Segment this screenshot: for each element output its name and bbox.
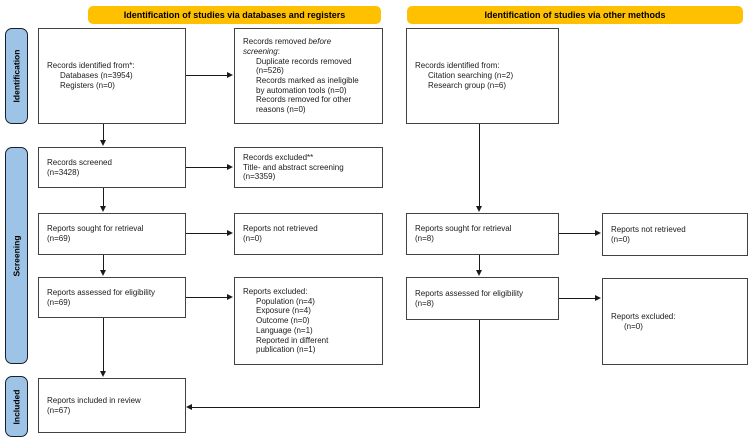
box-line: Duplicate records removed: [256, 56, 352, 66]
box-line: Exposure (n=4): [256, 306, 311, 316]
box-line: by automation tools (n=0): [256, 85, 347, 95]
box-line: (n=8): [415, 234, 434, 243]
arrow-screened-to-excluded-head: [227, 164, 233, 170]
box-reports-not-retrieved-databases: Reports not retrieved(n=0): [234, 213, 383, 255]
box-line: (n=69): [47, 234, 71, 243]
box-reports-excluded-other-methods: Reports excluded:(n=0): [602, 278, 748, 365]
box-line: Reported in different: [256, 335, 329, 345]
box-line: Registers (n=0): [60, 80, 115, 90]
box-reports-included-in-review: Reports included in review(n=67): [38, 378, 186, 433]
box-line: (n=3359): [243, 172, 276, 182]
box-line: (n=0): [243, 234, 262, 243]
arrow-identified-to-removed-line: [186, 75, 228, 77]
box-records-screened: Records screened(n=3428): [38, 147, 186, 188]
box-records-identified-other-methods: Records identified from:Citation searchi…: [406, 28, 559, 124]
arrow-sought-to-notretrieved-head: [227, 230, 233, 236]
arrow-sought-other-to-assessed-line: [479, 255, 481, 271]
arrow-sought-to-assessed-line: [103, 255, 105, 271]
arrow-assessed-other-to-excluded-line: [559, 298, 596, 300]
box-line: publication (n=1): [256, 345, 316, 355]
box-line: (n=8): [415, 298, 434, 308]
box-reports-sought-databases: Reports sought for retrieval(n=69): [38, 213, 186, 255]
arrow-sought-to-notretrieved-line: [186, 233, 228, 235]
box-line: Reports not retrieved: [243, 224, 318, 234]
box-reports-assessed-databases: Reports assessed for eligibility(n=69): [38, 277, 186, 318]
phase-bar-identification: Identification: [5, 28, 28, 124]
arrow-assessed-to-excluded-line: [186, 297, 228, 299]
box-line: Records screened: [47, 157, 112, 167]
box-line: Records identified from:: [415, 61, 500, 71]
box-line: (n=69): [47, 297, 71, 307]
box-line: (n=3428): [47, 167, 80, 177]
box-line: (n=0): [611, 234, 630, 244]
arrow-assessed-to-included-line: [103, 318, 105, 372]
box-reports-excluded-eligibility: Reports excluded:Population (n=4)Exposur…: [234, 277, 383, 365]
arrow-assessed-to-included-head: [100, 371, 106, 377]
arrow-identified-to-screened-line: [103, 124, 105, 141]
arrow-identified-other-to-sought-head: [476, 206, 482, 212]
arrow-identified-to-removed-head: [227, 72, 233, 78]
box-line: Records removed before: [243, 37, 378, 47]
box-line: Records removed for other: [256, 95, 352, 105]
arrow-screened-to-sought-line: [103, 188, 105, 207]
phase-label-included: Included: [11, 389, 22, 424]
box-line: (n=0): [624, 321, 643, 331]
box-line-part: before: [308, 37, 332, 47]
arrow-assessed-other-to-included-vline: [479, 320, 481, 408]
box-line: Outcome (n=0): [256, 316, 310, 326]
phase-bar-included: Included: [5, 376, 28, 437]
arrow-sought-other-to-notretrieved-head: [595, 230, 601, 236]
arrow-sought-other-to-assessed-head: [476, 270, 482, 276]
box-line: Reports assessed for eligibility: [47, 287, 156, 297]
box-line: (n=526): [256, 66, 284, 76]
arrow-assessed-to-excluded-head: [227, 294, 233, 300]
box-reports-assessed-other-methods: Reports assessed for eligibility(n=8): [406, 277, 559, 320]
box-line: reasons (n=0): [256, 105, 306, 115]
box-line: Citation searching (n=2): [428, 71, 514, 81]
box-line: Language (n=1): [256, 325, 313, 335]
arrow-screened-to-sought-head: [100, 206, 106, 212]
box-line: Reports included in review: [47, 395, 141, 405]
arrow-sought-other-to-notretrieved-line: [559, 233, 596, 235]
arrow-sought-to-assessed-head: [100, 270, 106, 276]
phase-bar-screening: Screening: [5, 147, 28, 364]
arrow-identified-other-to-sought-line: [479, 124, 481, 207]
column-header-databases-registers: Identification of studies via databases …: [88, 6, 381, 24]
phase-label-screening: Screening: [11, 234, 22, 277]
box-reports-not-retrieved-other-methods: Reports not retrieved(n=0): [602, 213, 748, 256]
box-line: Reports sought for retrieval: [47, 224, 144, 234]
box-line: Reports excluded:: [243, 287, 308, 297]
box-line-part: Records removed: [243, 37, 309, 47]
box-line: Title- and abstract screening: [243, 162, 344, 172]
box-line: screening:: [243, 47, 378, 57]
arrow-screened-to-excluded-line: [186, 167, 228, 169]
box-line: Records marked as ineligible: [256, 76, 359, 85]
arrow-assessed-other-to-excluded-head: [595, 295, 601, 301]
box-line: Reports excluded:: [611, 311, 676, 321]
column-header-other-methods: Identification of studies via other meth…: [407, 6, 743, 24]
box-line-part: :: [277, 46, 280, 56]
box-line: Reports not retrieved: [611, 224, 686, 234]
box-records-excluded-screening: Records excluded**Title- and abstract sc…: [234, 147, 383, 188]
arrow-identified-to-screened-head: [100, 140, 106, 146]
box-line: Reports sought for retrieval: [415, 224, 512, 234]
box-line: Databases (n=3954): [60, 71, 133, 81]
box-line: Research group (n=6): [428, 80, 507, 90]
box-line: Records excluded**: [243, 152, 314, 162]
phase-label-identification: Identification: [11, 49, 22, 103]
arrow-assessed-other-to-included-head: [186, 404, 192, 410]
box-records-identified-databases: Records identified from*:Databases (n=39…: [38, 28, 186, 124]
box-reports-sought-other-methods: Reports sought for retrieval(n=8): [406, 213, 559, 255]
arrow-assessed-other-to-included-hline: [192, 407, 480, 409]
box-line: Records identified from*:: [47, 61, 135, 71]
box-line-part: screening: [243, 46, 278, 56]
box-line: Reports assessed for eligibility: [415, 288, 524, 298]
box-line: Population (n=4): [256, 296, 315, 306]
box-line: (n=67): [47, 405, 71, 415]
